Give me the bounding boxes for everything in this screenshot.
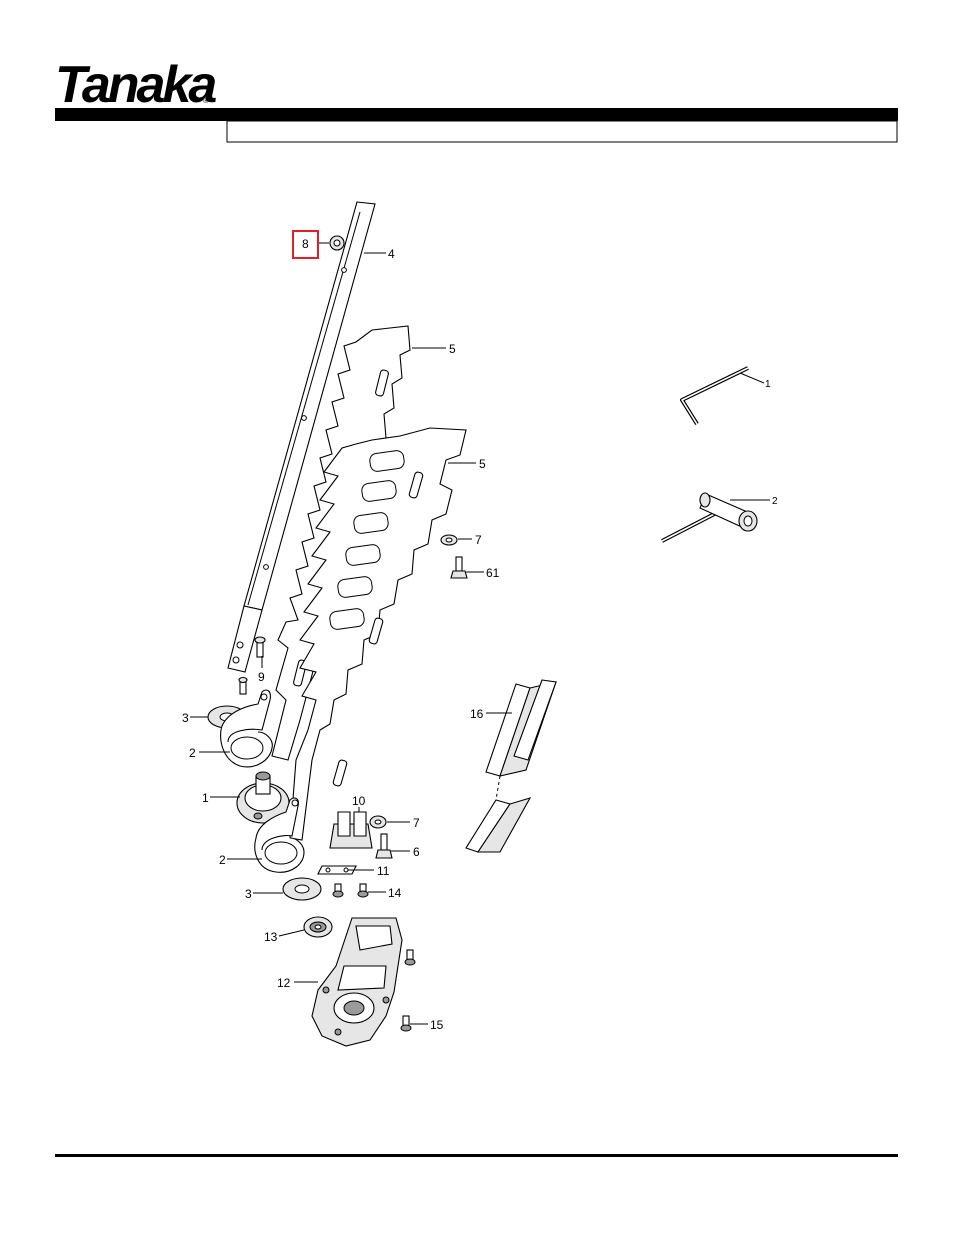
spark-plug-wrench-tool bbox=[661, 492, 758, 543]
bolt-9 bbox=[254, 636, 266, 658]
bolt-61 bbox=[450, 556, 468, 579]
callout-2-upper: 2 bbox=[189, 746, 196, 760]
callout-61: 61 bbox=[486, 566, 500, 580]
callout-6: 6 bbox=[413, 845, 420, 859]
brand-logo: Tanaka ® bbox=[55, 56, 219, 114]
bearing bbox=[303, 916, 333, 938]
header-rule bbox=[55, 108, 898, 121]
bolt-6 bbox=[375, 833, 393, 859]
spacer-block bbox=[329, 811, 373, 849]
washer-3-lower bbox=[282, 877, 322, 901]
nut-part bbox=[329, 235, 345, 251]
callout-9: 9 bbox=[258, 670, 265, 684]
callout-13: 13 bbox=[264, 930, 278, 944]
callout-7-upper: 7 bbox=[475, 533, 482, 547]
washer-upper bbox=[440, 534, 458, 546]
brand-logo-text: Tanaka bbox=[55, 56, 216, 114]
callout-5-upper: 5 bbox=[449, 342, 456, 356]
guide-bar bbox=[227, 201, 376, 673]
leader-lines bbox=[190, 242, 770, 1025]
highlight-box bbox=[292, 230, 319, 259]
callout-5-lower: 5 bbox=[479, 457, 486, 471]
callout-tool-2: 2 bbox=[772, 496, 778, 507]
blade-cover bbox=[465, 679, 557, 853]
callout-14: 14 bbox=[388, 886, 402, 900]
title-box bbox=[226, 120, 898, 143]
screws-15 bbox=[400, 949, 416, 1032]
callout-8: 8 bbox=[302, 237, 309, 251]
screws-14 bbox=[332, 883, 369, 898]
callout-3-lower: 3 bbox=[245, 887, 252, 901]
hex-key-tool bbox=[680, 366, 749, 426]
callout-4: 4 bbox=[388, 247, 395, 261]
crank-gear bbox=[236, 771, 290, 824]
callout-16: 16 bbox=[470, 707, 484, 721]
connecting-rod-lower bbox=[254, 797, 305, 873]
callout-12: 12 bbox=[277, 976, 291, 990]
callout-10: 10 bbox=[352, 794, 366, 808]
callout-tool-1: 1 bbox=[765, 379, 771, 390]
connecting-rod-upper bbox=[220, 689, 273, 768]
callout-7-lower: 7 bbox=[413, 816, 420, 830]
gear-case bbox=[311, 917, 403, 1047]
footer-rule bbox=[55, 1154, 898, 1157]
washer-7-lower bbox=[369, 815, 387, 829]
callout-labels: 8 4 5 5 7 61 9 3 2 1 2 3 10 7 6 11 14 13… bbox=[182, 237, 778, 1032]
callout-1-gear: 1 bbox=[202, 791, 209, 805]
pin-small bbox=[238, 676, 248, 695]
callout-3-upper: 3 bbox=[182, 711, 189, 725]
trademark-mark: ® bbox=[203, 96, 209, 105]
callout-15: 15 bbox=[430, 1018, 444, 1032]
callout-11: 11 bbox=[377, 864, 390, 878]
plate-11 bbox=[317, 865, 357, 875]
callout-2-lower: 2 bbox=[219, 853, 226, 867]
